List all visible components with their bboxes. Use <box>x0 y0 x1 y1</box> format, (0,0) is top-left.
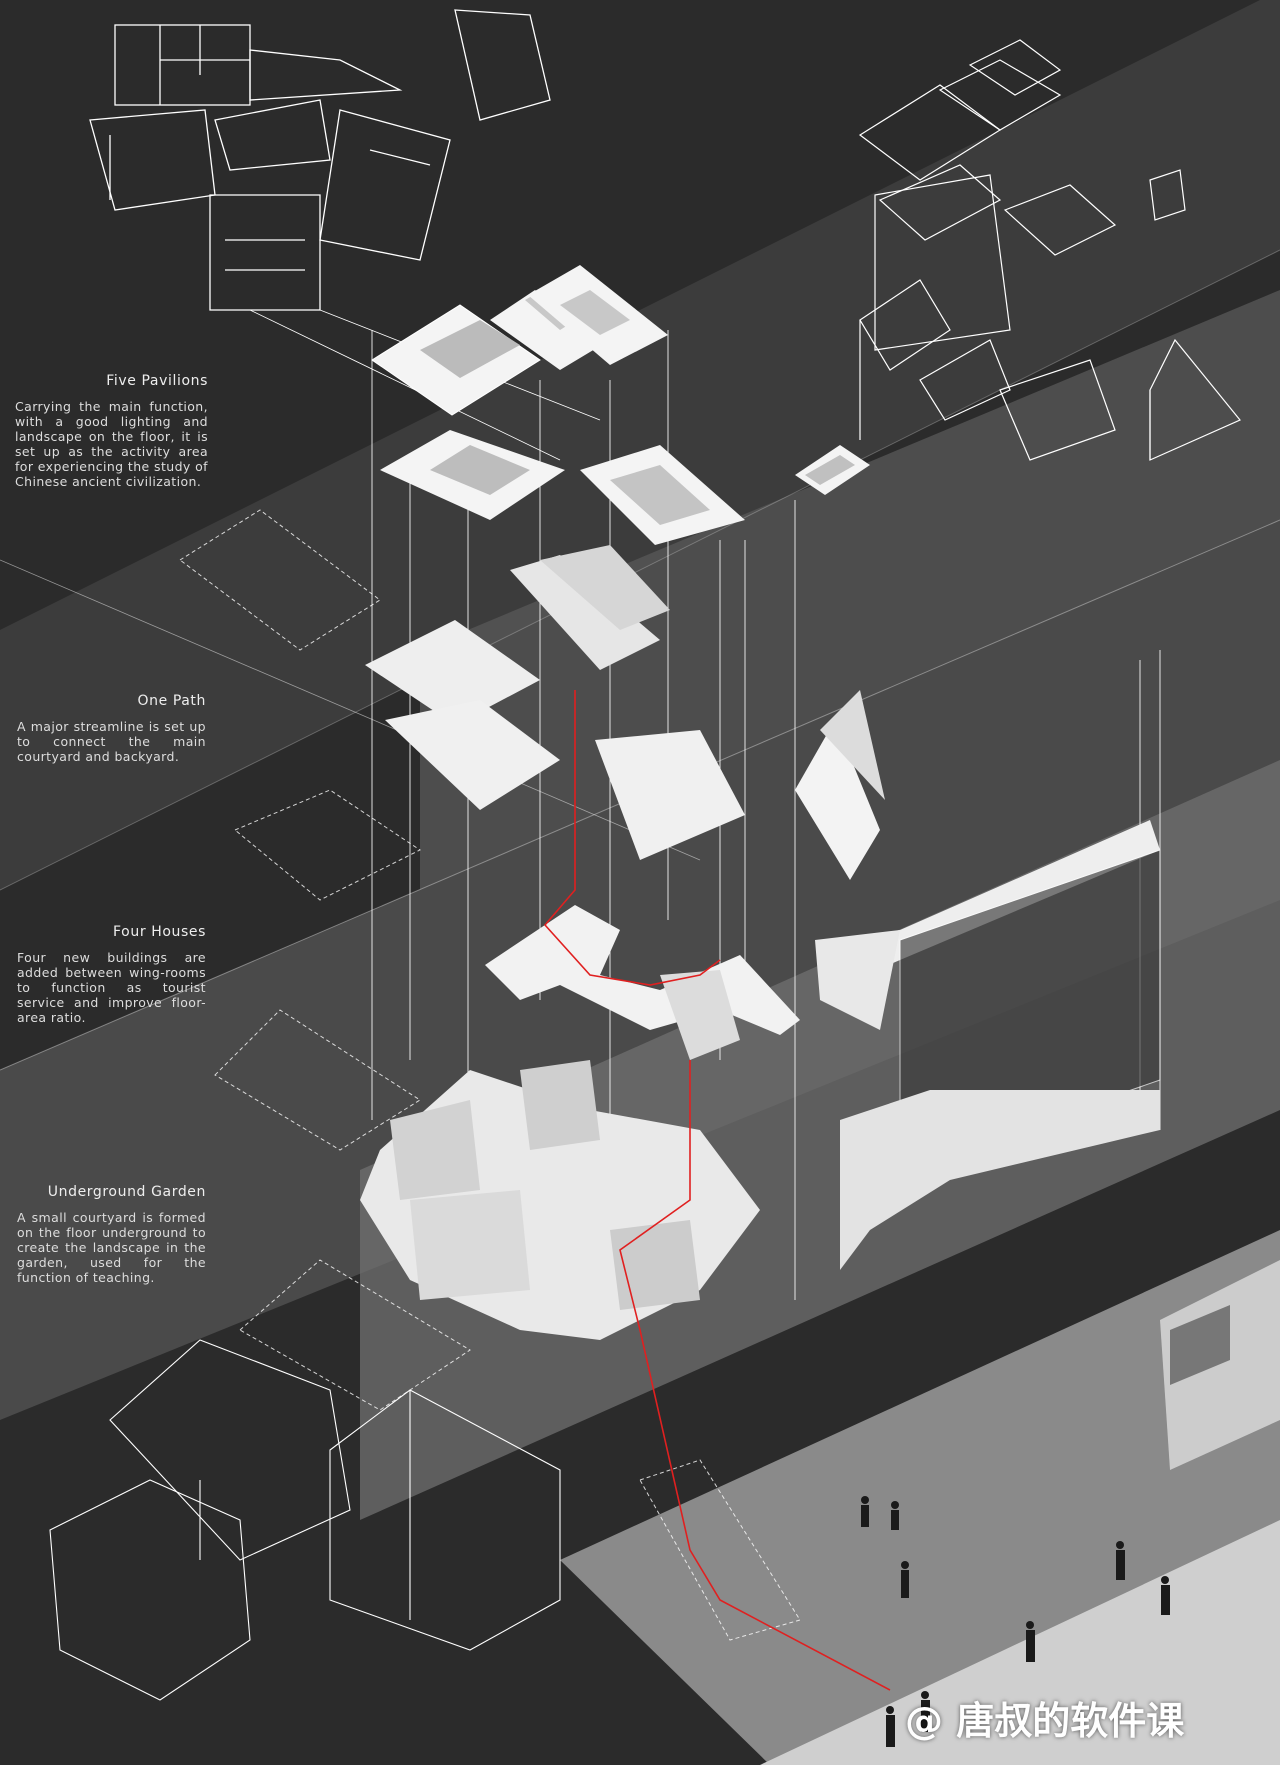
street-plane <box>760 1520 1280 1765</box>
label-one-path: One Path A major streamline is set up to… <box>17 693 206 764</box>
watermark-text: @ 唐叔的软件课 <box>905 1699 1185 1743</box>
exploded-sketch-drawing <box>858 39 1241 461</box>
bus-shape <box>1160 1260 1280 1470</box>
underground-garden-title: Underground Garden <box>47 1184 206 1200</box>
underground-garden-body: A small courtyard is formed on the floor… <box>17 1210 206 1285</box>
four-houses-title: Four Houses <box>113 924 206 940</box>
underground-garden-layer <box>360 1060 1160 1340</box>
people-silhouettes <box>861 1496 1170 1747</box>
one-path-title: One Path <box>137 693 206 709</box>
one-path-layer <box>365 545 885 880</box>
label-underground-garden: Underground Garden A small courtyard is … <box>17 1184 206 1285</box>
five-pavilions-title: Five Pavilions <box>106 373 208 389</box>
five-pavilions-body: Carrying the main function, with a good … <box>15 399 208 489</box>
five-pavilions <box>371 265 870 545</box>
label-five-pavilions: Five Pavilions Carrying the main functio… <box>15 373 208 489</box>
upper-band-plane <box>0 0 1280 890</box>
four-houses-body: Four new buildings are added between win… <box>17 950 206 1025</box>
ghost-volumes <box>179 509 801 1641</box>
red-path-line <box>543 690 891 1691</box>
label-four-houses: Four Houses Four new buildings are added… <box>17 924 206 1025</box>
floor-plan-drawing <box>89 9 601 461</box>
one-path-body: A major streamline is set up to connect … <box>17 719 206 764</box>
ground-floor-sketch <box>49 1339 561 1701</box>
lower-band-plane <box>0 520 1280 1420</box>
